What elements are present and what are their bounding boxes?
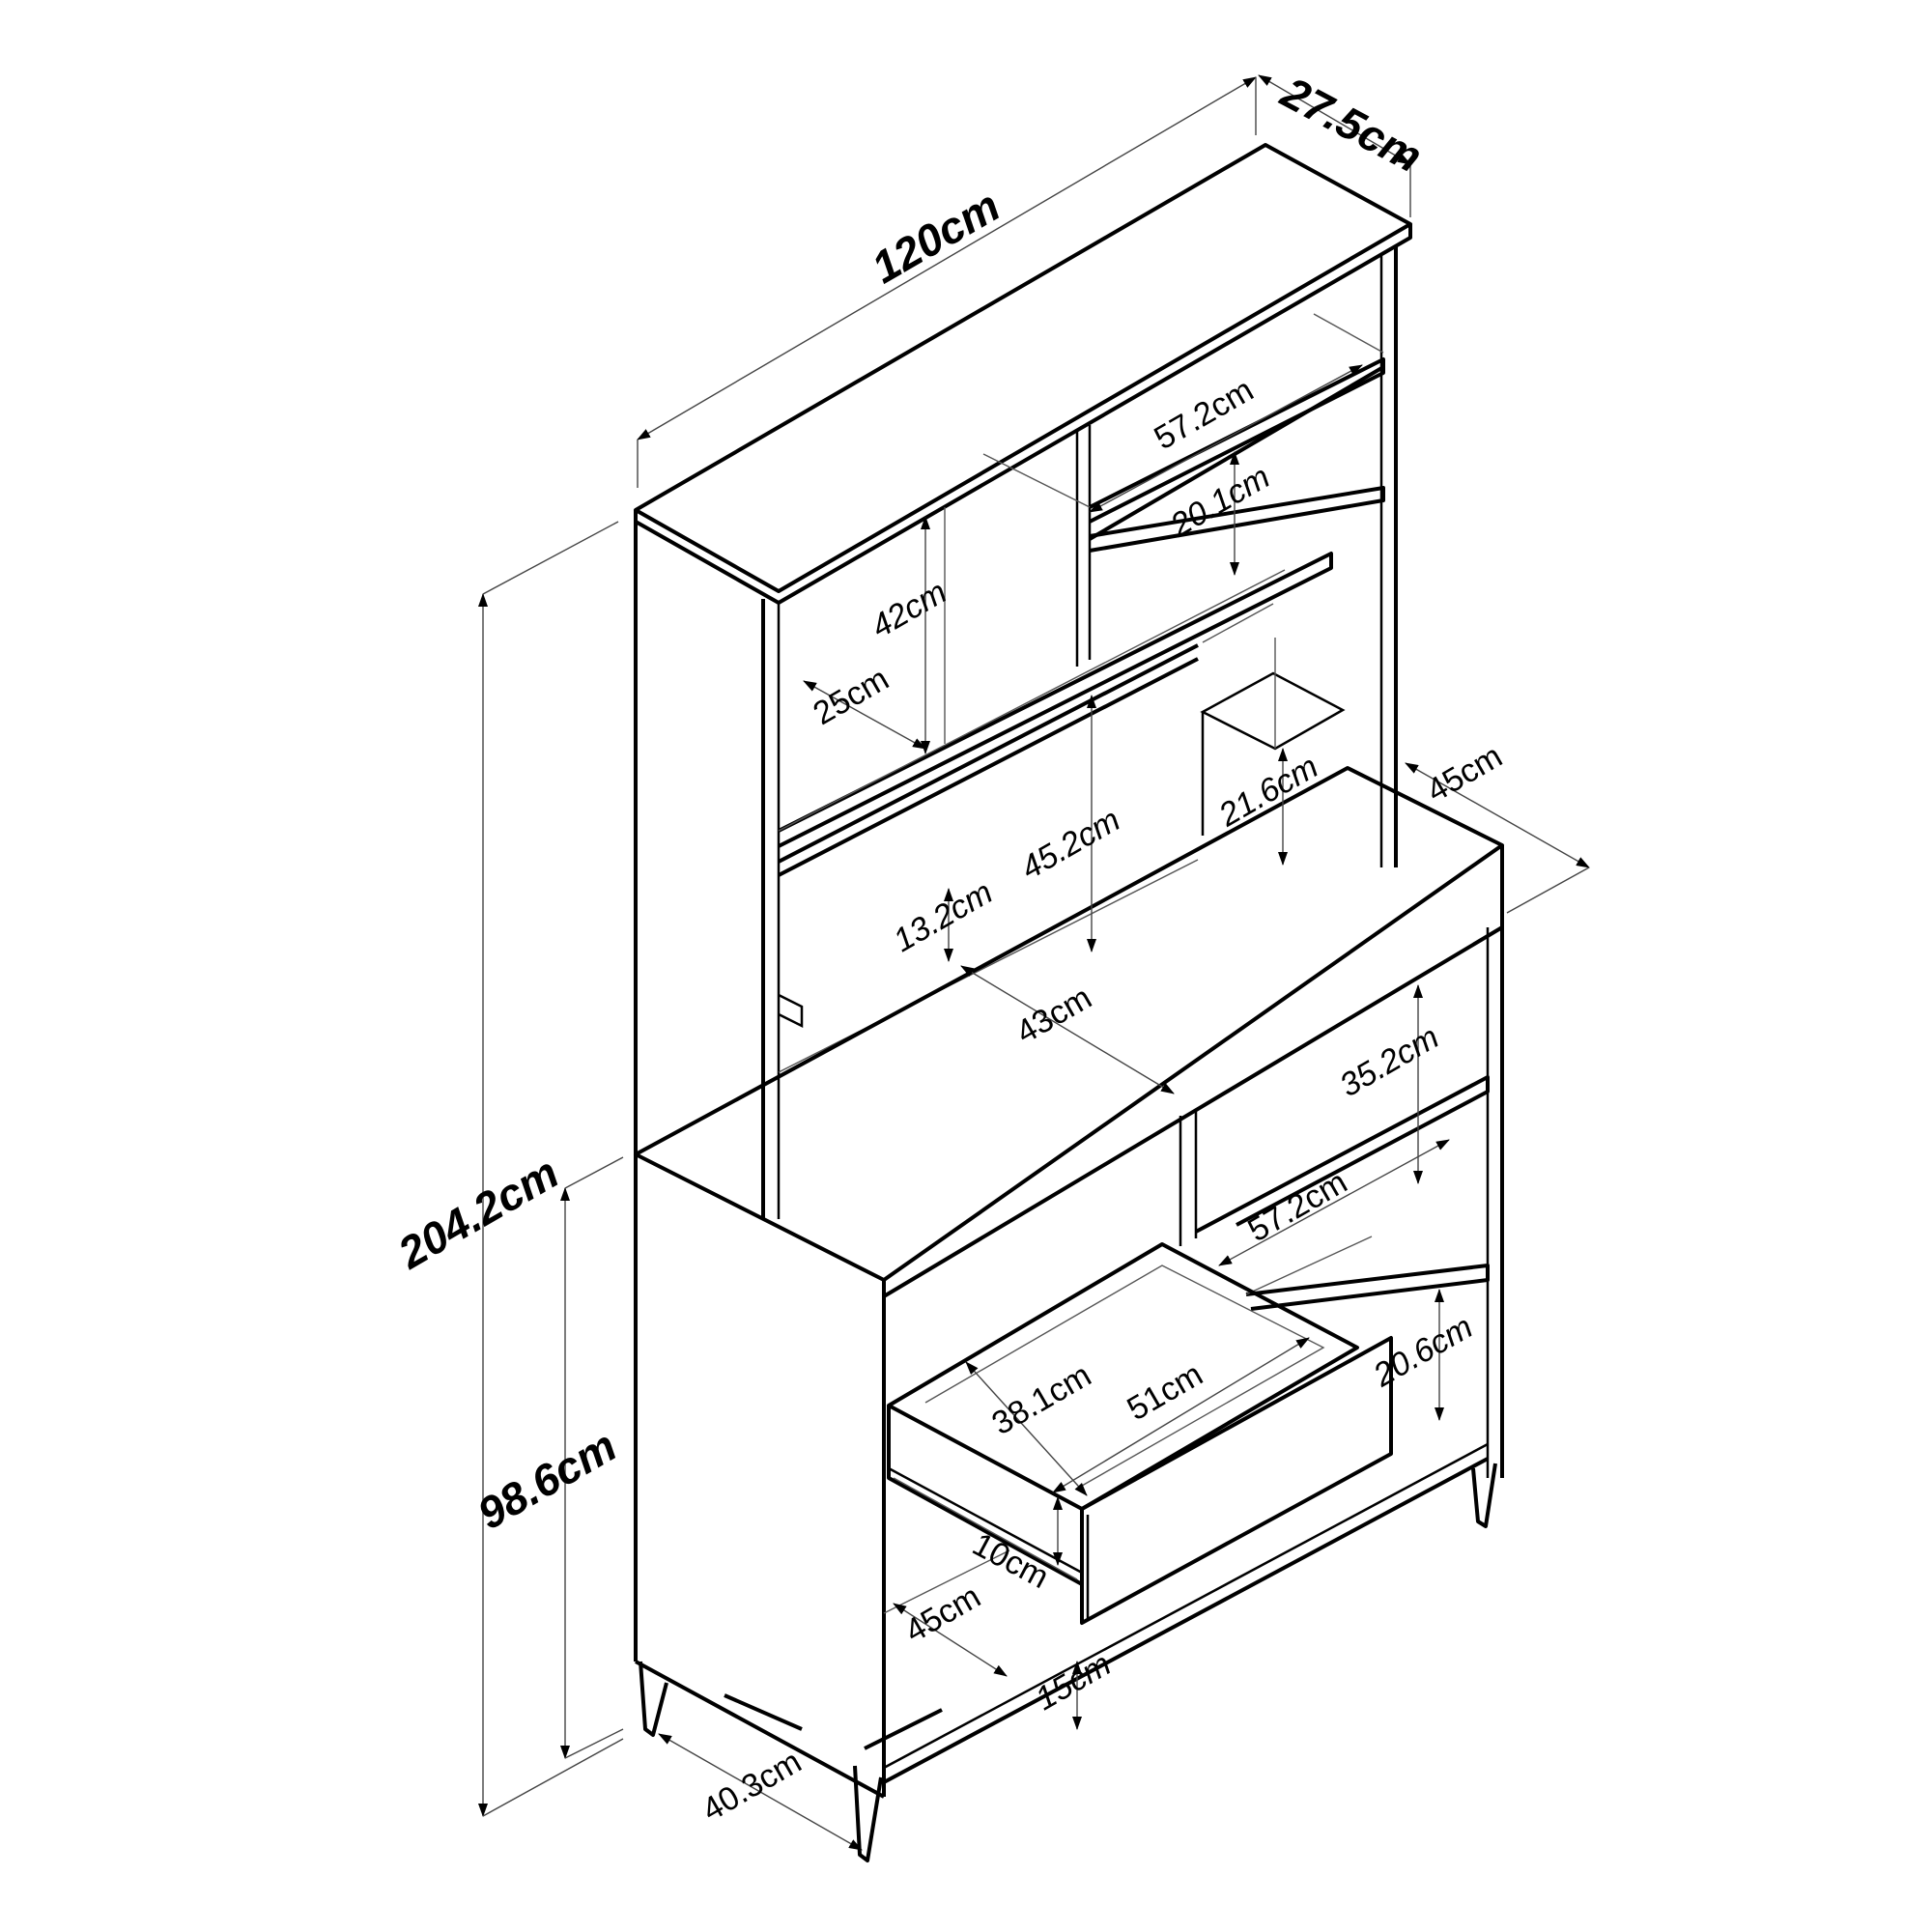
base-cabinet — [634, 766, 1504, 1799]
upper-hutch — [634, 143, 1412, 1219]
dimension-lines — [478, 74, 1590, 1851]
legs — [639, 1463, 1497, 1862]
